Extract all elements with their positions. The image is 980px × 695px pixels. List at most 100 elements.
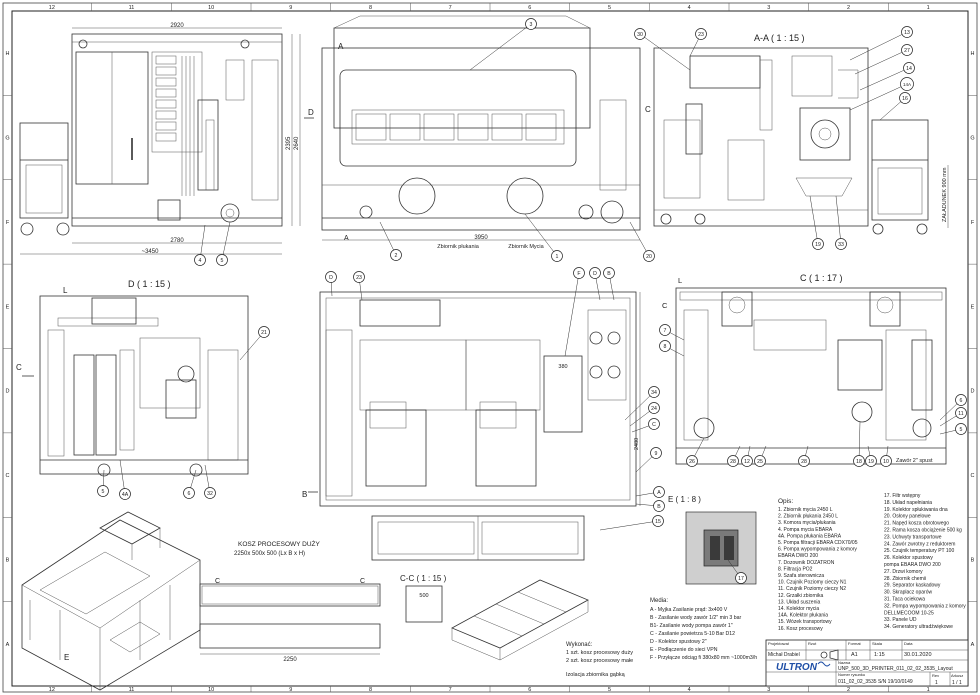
frame-row-right-label: F [971, 220, 975, 226]
callout-leader [239, 331, 265, 361]
tb-arkusz: 1 / 1 [952, 680, 962, 686]
callout-balloon [900, 77, 914, 91]
callout-number: 23 [356, 275, 362, 281]
callout-number: 8 [664, 344, 667, 350]
iso-marker-e: E [64, 653, 69, 662]
tb-format-label: Format [848, 641, 862, 646]
callout-leader [564, 272, 580, 357]
callout-balloon [853, 455, 865, 467]
front-view: 2920 2780 ~3450 2395 2640 D [19, 23, 314, 255]
frame-col-bottom-label: 2 [847, 687, 850, 693]
frame-row-right-label: B [971, 557, 975, 563]
callout-number: 24 [651, 406, 657, 412]
frame-col-top-label: 3 [767, 5, 770, 11]
opis-item: 9. Szafa sterownicza [778, 573, 824, 579]
callout-number: 15 [655, 519, 661, 525]
frame-row-right-label: G [970, 136, 974, 142]
frame-col-bottom-label: 8 [369, 687, 372, 693]
callout-number: 33 [838, 242, 844, 248]
tb-rzut-label: Rzut [808, 641, 817, 646]
callout-balloon [353, 271, 365, 283]
callout-leader [639, 33, 691, 71]
side-view: 3950 Zbiornik płukania Zbiornik Mycia A … [321, 15, 651, 250]
callout-number: 13 [904, 30, 910, 36]
tb-numer: 011_02_02_3535 S/N 19/10/0149 [838, 679, 913, 685]
callout-balloon [194, 254, 206, 266]
callout-balloon [955, 407, 967, 419]
opis-item: 2. Zbiornik płukania 2450 L [778, 514, 838, 520]
section-c-marker-2: C [360, 578, 365, 585]
tb-format: A1 [851, 652, 858, 658]
frame-col-top-label: 2 [847, 5, 850, 11]
title-block: Projektował Michał Drabiel Rzut Format A… [765, 639, 969, 687]
callout-number: 3 [530, 22, 533, 28]
projection-symbol-icon [820, 649, 839, 661]
frame-col-bottom-label: 5 [608, 687, 611, 693]
frame-row-left-label: H [6, 51, 10, 57]
frame-row-left-label: A [6, 642, 10, 648]
tb-arkusz-label: Arkusz [951, 673, 963, 678]
frame-col-top-label: 5 [608, 5, 611, 11]
view-title-e: E ( 1 : 8 ) [668, 495, 701, 504]
dim-2250: 2250 [283, 657, 297, 663]
callout-number: D [329, 275, 333, 281]
opis-item: 4. Pompa mycia EBARA [778, 527, 833, 533]
callout-leader [221, 221, 231, 261]
callout-leader [199, 224, 206, 261]
callout-balloon [97, 485, 109, 497]
media-item: D - Kolektor spustowy 2" [650, 639, 707, 645]
frame-col-bottom-label: 3 [767, 687, 770, 693]
label-zawor-spust: Zawór 2" spust [896, 458, 933, 464]
callout-number: 16 [902, 96, 908, 102]
media-item: E - Podłączenie do sieci VPN [650, 647, 718, 653]
section-letter-marker: L [678, 276, 682, 285]
frame-col-top-label: 8 [369, 5, 372, 11]
dim-overall-width: ~3450 [142, 249, 160, 255]
callout-balloon [573, 267, 585, 279]
callout-number: 1 [556, 254, 559, 260]
dim-2480: 2480 [634, 438, 640, 450]
callout-number: 19 [868, 459, 874, 465]
callout-number: 19 [815, 242, 821, 248]
callout-balloon [634, 28, 646, 40]
frame-col-bottom-label: 11 [129, 687, 135, 693]
callout-number: B [657, 504, 661, 510]
frame-col-bottom-label: 10 [208, 687, 214, 693]
callout-leader [859, 67, 910, 91]
opis-item: 34. Generatory ultradźwiękowe [884, 624, 953, 630]
frame-col-top-label: 11 [129, 5, 135, 11]
callout-balloon [735, 572, 747, 584]
view-top-marker-b: B [302, 490, 307, 499]
callout-balloon [603, 267, 615, 279]
frame-col-bottom-label: 6 [528, 687, 531, 693]
callout-balloon [865, 455, 877, 467]
frame-col-bottom-label: 7 [449, 687, 452, 693]
frame-row-left-label: E [6, 304, 10, 310]
opis-item: 28. Zbiornik chemii [884, 576, 926, 582]
callout-leader [624, 391, 655, 421]
opis-item: 32. Pompa wypompowania z komory [884, 603, 966, 609]
callout-number: 6 [960, 398, 963, 404]
callout-balloon [258, 326, 270, 338]
callout-number: 5 [102, 489, 105, 495]
frame-col-top-label: 7 [449, 5, 452, 11]
dim-side-width: 3950 [474, 235, 488, 241]
callout-balloon [798, 455, 810, 467]
tb-skala-label: Skala [872, 641, 883, 646]
callout-number: 28 [801, 459, 807, 465]
label-zbiornik-mycia: Zbiornik Mycia [508, 244, 544, 250]
opis-item: EBARA DWO 200 [778, 553, 818, 559]
opis-item: 11. Czujnik Poziomy cieczy N2 [778, 586, 846, 592]
frame-row-left-label: C [6, 473, 10, 479]
opis-item: 23. Uchwyty transportowe [884, 534, 942, 540]
callout-number: 27 [904, 48, 910, 54]
opis-item: 26. Kolektor spustowy [884, 555, 933, 561]
top-view: 380 2480 B [302, 291, 641, 561]
opis-item: 17. Filtr wstępny [884, 493, 921, 499]
frame-col-bottom-label: 12 [49, 687, 55, 693]
opis-item: 22. Rama kosza obciążenie 500 kg [884, 528, 962, 534]
callout-balloon [880, 455, 892, 467]
callout-number: 30 [637, 32, 643, 38]
dim-height-2640: 2640 [294, 136, 300, 150]
section-c-marker-1: C [215, 578, 220, 585]
